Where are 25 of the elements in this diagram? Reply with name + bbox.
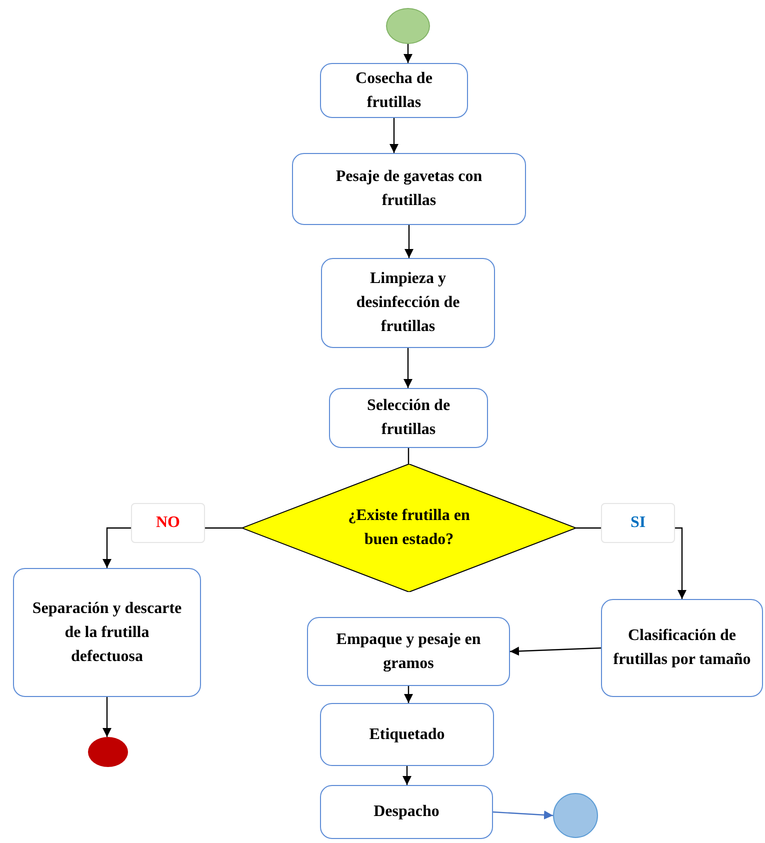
arrow — [102, 697, 112, 737]
terminal-circle — [88, 737, 128, 767]
process-box: Separación y descarte de la frutilla defectuosa — [13, 568, 201, 697]
decision-text: ¿Existe frutilla en buen estado? — [347, 506, 471, 550]
arrow — [404, 225, 414, 258]
process-box: Cosecha de frutillas — [320, 63, 468, 118]
edge-label: SI — [601, 503, 675, 543]
edge-label: NO — [131, 503, 205, 543]
process-box: Pesaje de gavetas con frutillas — [292, 153, 526, 225]
process-box: Despacho — [320, 785, 493, 839]
arrow — [404, 44, 412, 63]
process-box: Limpieza y desinfección de frutillas — [321, 258, 495, 348]
process-box: Selección de frutillas — [329, 388, 488, 448]
arrow — [402, 766, 412, 785]
process-box: Clasificación de frutillas por tamaño — [601, 599, 763, 697]
process-box: Etiquetado — [320, 703, 494, 766]
terminal-circle — [553, 793, 598, 838]
arrow — [390, 118, 398, 153]
arrow — [404, 686, 413, 703]
arrow — [404, 348, 412, 388]
process-box: Empaque y pesaje en gramos — [307, 617, 510, 686]
arrow — [492, 810, 554, 820]
terminal-circle — [386, 8, 430, 44]
arrow — [510, 646, 602, 656]
decision-diamond — [242, 464, 576, 592]
